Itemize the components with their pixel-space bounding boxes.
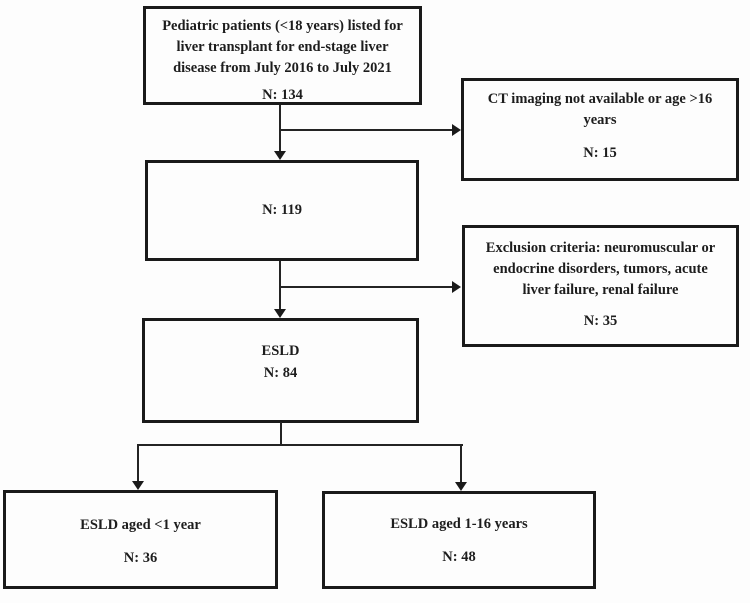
arrow-down-icon bbox=[132, 481, 144, 490]
box-text: ESLD bbox=[261, 343, 300, 359]
connector-line bbox=[279, 105, 281, 151]
connector-line bbox=[280, 129, 453, 131]
box-text: ESLD aged <1 year bbox=[80, 517, 201, 533]
connector-line bbox=[280, 286, 453, 288]
flow-box-ct-exclusion: CT imaging not available or age >16 year… bbox=[461, 78, 739, 181]
arrow-right-icon bbox=[452, 281, 461, 293]
box-count: N: 84 bbox=[263, 365, 298, 381]
flow-box-esld-1-16: ESLD aged 1-16 years N: 48 bbox=[322, 491, 596, 589]
box-text: ESLD aged 1-16 years bbox=[390, 516, 528, 532]
box-count: N: 35 bbox=[583, 313, 618, 329]
arrow-right-icon bbox=[452, 124, 461, 136]
flow-box-esld: ESLD N: 84 bbox=[142, 318, 419, 423]
box-count: N: 15 bbox=[583, 145, 617, 161]
arrow-down-icon bbox=[274, 151, 286, 160]
flow-box-enrollment: Pediatric patients (<18 years) listed fo… bbox=[143, 6, 422, 105]
box-text: Exclusion criteria: neuromuscular or end… bbox=[485, 240, 716, 298]
connector-line bbox=[460, 444, 462, 483]
flow-box-esld-under-1: ESLD aged <1 year N: 36 bbox=[3, 490, 278, 589]
box-text: CT imaging not available or age >16 year… bbox=[487, 91, 713, 128]
connector-line bbox=[137, 444, 139, 482]
box-count: N: 119 bbox=[262, 202, 302, 218]
box-count: N: 48 bbox=[442, 549, 476, 565]
arrow-down-icon bbox=[274, 309, 286, 318]
connector-line bbox=[137, 444, 463, 446]
flow-box-post-ct: N: 119 bbox=[145, 160, 419, 261]
connector-line bbox=[279, 261, 281, 309]
box-count: N: 134 bbox=[262, 87, 303, 103]
flow-box-exclusion-criteria: Exclusion criteria: neuromuscular or end… bbox=[462, 225, 739, 347]
arrow-down-icon bbox=[455, 482, 467, 491]
box-text: Pediatric patients (<18 years) listed fo… bbox=[162, 18, 403, 76]
connector-line bbox=[280, 422, 282, 446]
box-count: N: 36 bbox=[123, 550, 158, 566]
